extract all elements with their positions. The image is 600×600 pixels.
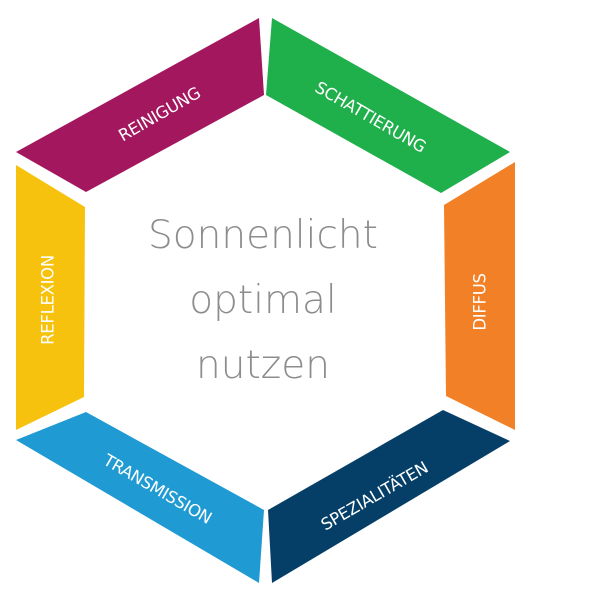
center-line-2: optimal: [189, 278, 336, 323]
segment-diffus: DIFFUS: [444, 162, 515, 430]
segment-schattierung-band: [266, 18, 510, 193]
segment-transmission-band: [16, 412, 264, 583]
segment-reflexion-label: REFLEXION: [39, 255, 58, 345]
segment-diffus-label: DIFFUS: [471, 273, 490, 330]
segment-spezialitaeten: SPEZIALITÄTEN: [268, 410, 510, 583]
segment-reflexion-band: [16, 165, 85, 430]
center-line-1: Sonnenlicht: [148, 213, 378, 258]
segment-transmission: TRANSMISSION: [16, 412, 264, 583]
segment-reinigung: REINIGUNG: [16, 18, 264, 192]
segment-diffus-band: [444, 162, 515, 430]
segment-reinigung-band: [16, 18, 264, 192]
segment-schattierung: SCHATTIERUNG: [266, 18, 510, 193]
segment-reflexion: REFLEXION: [16, 165, 85, 430]
center-line-3: nutzen: [196, 343, 330, 388]
center-title: Sonnenlicht optimal nutzen: [148, 213, 378, 388]
segment-spezialitaeten-band: [268, 410, 510, 583]
